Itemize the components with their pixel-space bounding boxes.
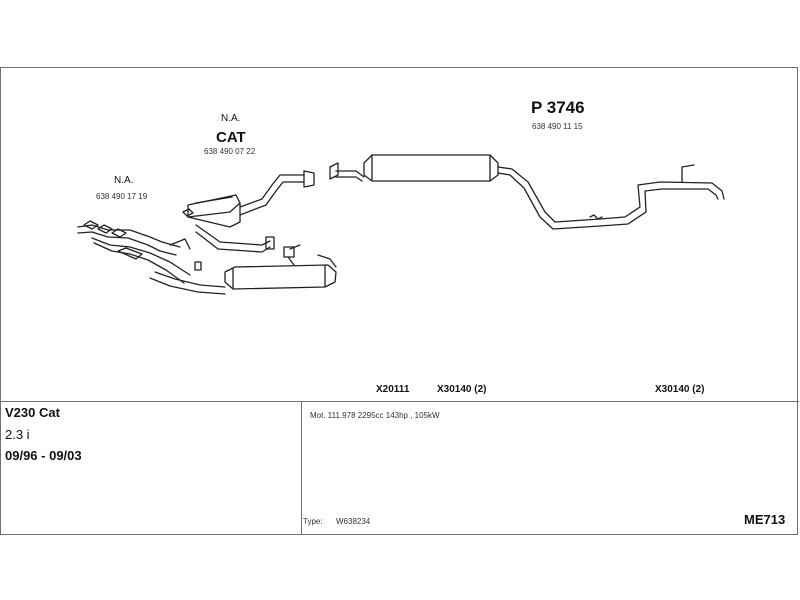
na-label-left: N.A. <box>114 175 134 186</box>
exhaust-system-drawing <box>77 154 725 295</box>
front-silencer-section <box>224 244 337 290</box>
motor-spec: Mot. 111.978 2295cc 143hp , 105kW <box>310 411 440 420</box>
part-number: P 3746 <box>531 98 585 117</box>
cat-title: CAT <box>216 129 246 146</box>
catalyst-section <box>182 170 315 253</box>
diagram-frame <box>0 67 799 535</box>
part-code-ring: X20111 <box>376 384 410 395</box>
divider-horizontal <box>1 401 799 402</box>
engine-size: 2.3 i <box>5 427 30 442</box>
type-label: Type: <box>303 517 323 526</box>
rear-silencer-section <box>329 154 725 230</box>
divider-vertical <box>301 402 302 535</box>
part-code-left: 638 490 17 19 <box>96 192 148 201</box>
reference-code: ME713 <box>744 512 786 527</box>
part-code-hanger: X30140 (2) <box>655 384 705 395</box>
vehicle-model: V230 Cat <box>5 405 60 420</box>
manifold-section <box>77 220 226 295</box>
type-value: W638234 <box>336 517 371 526</box>
na-label-cat: N.A. <box>221 113 241 124</box>
part-code-hanger: X30140 (2) <box>437 384 487 395</box>
part-number-code: 638 490 11 15 <box>532 122 583 131</box>
cat-part-code: 638 490 07 22 <box>204 147 256 156</box>
production-years: 09/96 - 09/03 <box>5 448 82 463</box>
